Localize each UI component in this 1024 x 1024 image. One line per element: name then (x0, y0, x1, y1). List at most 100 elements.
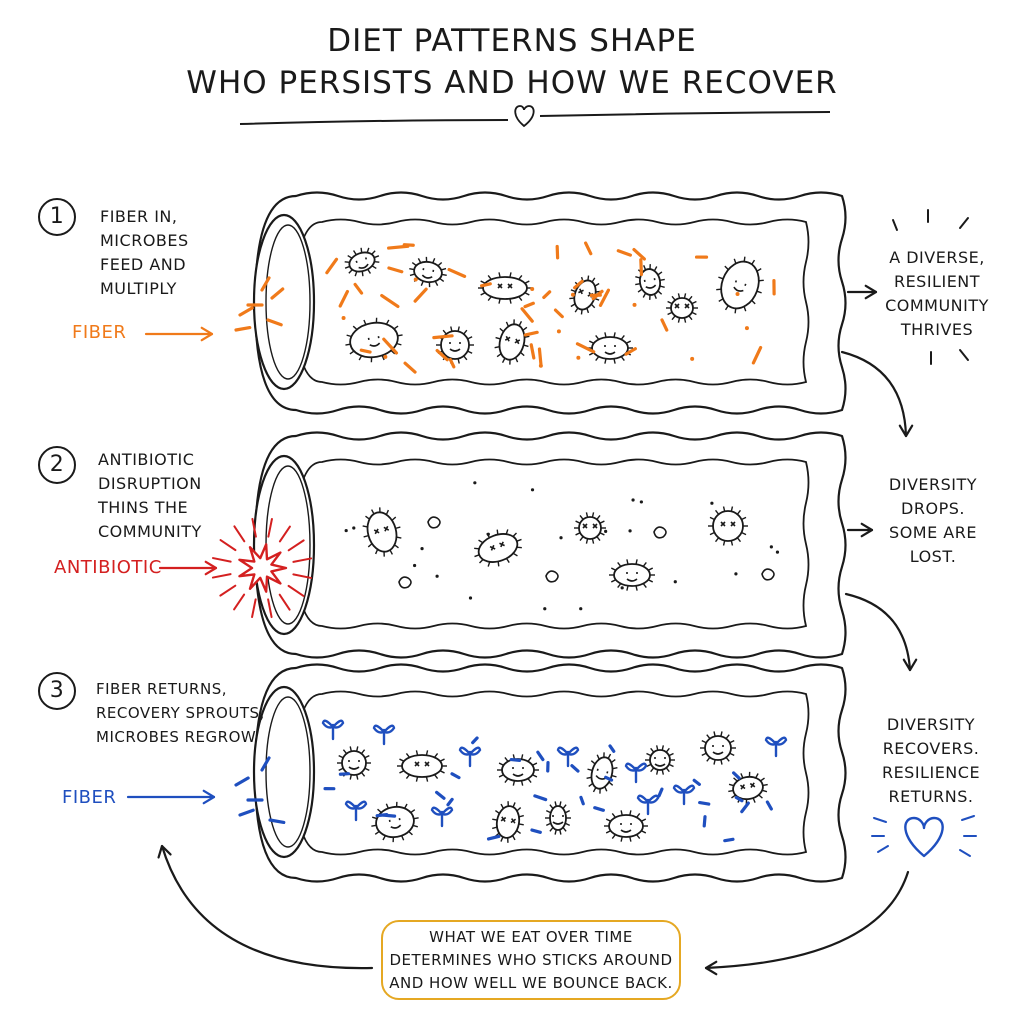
debris-blob (427, 516, 441, 529)
fiber-piece (403, 361, 417, 374)
fiber-piece (702, 815, 707, 828)
result-3: DIVERSITY RECOVERS. RESILIENCE RETURNS. (866, 713, 996, 809)
fiber-piece (268, 818, 286, 825)
result-2-line: DIVERSITY (888, 475, 978, 494)
title-underline (539, 111, 831, 117)
result-1: A DIVERSE, RESILIENT COMMUNITY THRIVES (872, 246, 1002, 342)
fiber-piece (542, 290, 552, 300)
fiber-piece (593, 806, 605, 812)
fiber-piece (740, 801, 750, 814)
fiber-piece (260, 756, 271, 772)
fiber-piece (413, 287, 428, 303)
starburst-icon (238, 543, 288, 593)
fiber-piece (604, 775, 614, 782)
arrowhead (704, 960, 718, 976)
fiber-piece (471, 736, 479, 745)
sprout-icon (672, 784, 696, 806)
particle-dot (639, 500, 643, 504)
microbe-icon (337, 746, 371, 780)
result-2-line: DROPS. (901, 499, 965, 518)
fiber-piece (765, 800, 773, 811)
fiber-piece (380, 293, 400, 309)
result-3-line: RECOVERS. (882, 739, 980, 758)
fiber-piece (338, 772, 351, 776)
fiber-piece (486, 834, 501, 841)
result-3-line: RESILIENCE (881, 763, 981, 782)
sprout-icon (321, 719, 345, 741)
result-1-line: RESILIENT (893, 272, 981, 291)
debris-blob (761, 568, 775, 581)
fiber-piece (338, 289, 349, 308)
heart-ray (959, 849, 971, 857)
microbe-icon (474, 529, 522, 567)
microbe-icon (344, 247, 380, 277)
heart-ray (961, 815, 975, 821)
fiber-piece (375, 813, 389, 818)
summary-box: WHAT WE EAT OVER TIME DETERMINES WHO STI… (381, 920, 681, 1000)
title-line-1: DIET PATTERNS SHAPE (327, 23, 697, 59)
fiber-piece (579, 795, 585, 806)
fiber-piece (353, 282, 364, 295)
arrowhead (898, 424, 914, 438)
particle-dot (468, 596, 473, 600)
microbe-icon (635, 264, 665, 300)
particle-dot (538, 363, 543, 368)
fiber-piece (624, 347, 637, 356)
fiber-piece (657, 787, 664, 798)
particle-dot (673, 580, 677, 584)
result-1-line: COMMUNITY (885, 296, 989, 315)
burst-ray (278, 593, 291, 611)
fiber-piece (270, 287, 285, 300)
particle-dot (341, 316, 346, 321)
step-1-description: FIBER IN, MICROBES FEED AND MULTIPLY (100, 205, 189, 301)
particle-dot (735, 292, 740, 297)
fiber-piece (432, 334, 454, 340)
gut-tube-opening (252, 685, 316, 859)
burst-ray (233, 593, 246, 611)
fiber-label-1: FIBER (72, 322, 127, 343)
microbe-icon (436, 326, 474, 364)
fiber-piece (639, 258, 644, 277)
fiber-piece (533, 794, 548, 802)
microbe-icon (609, 559, 655, 591)
gut-tube-opening (252, 213, 316, 391)
step-2-line: DISRUPTION (98, 474, 202, 493)
heart-ray (873, 817, 887, 823)
arrowhead (202, 789, 216, 805)
burst-ray (292, 557, 313, 563)
particle-dot (775, 550, 780, 554)
microbe-icon (345, 317, 403, 363)
particle-dot (570, 292, 575, 297)
fiber-piece (523, 330, 539, 337)
fiber-piece (234, 776, 250, 787)
title-underline (239, 119, 509, 125)
heart-ray (877, 845, 889, 853)
microbe-icon (728, 771, 768, 805)
fiber-piece (382, 337, 399, 355)
step-1-number: 1 (38, 198, 76, 236)
debris-blob (545, 570, 559, 583)
heart-icon (904, 816, 944, 858)
microbe-icon (362, 507, 402, 557)
particle-dot (744, 326, 749, 331)
arrowhead (157, 844, 172, 859)
microbe-icon (574, 512, 606, 544)
microbe-icon (604, 810, 648, 842)
result-3-line: RETURNS. (888, 787, 974, 806)
gut-tube-inner (294, 458, 810, 630)
burst-ray (219, 584, 237, 597)
flow-arrows (126, 105, 977, 976)
particle-dot (344, 528, 348, 533)
arrow-icon (840, 350, 908, 438)
sparkle-ray (959, 217, 969, 229)
gut-tube-inner (294, 690, 810, 856)
fiber-piece (660, 318, 669, 332)
sprout-icon (556, 746, 580, 768)
sprout-icon (624, 762, 648, 784)
step-3-number: 3 (38, 672, 76, 710)
gut-tubes (252, 191, 847, 883)
tube-contents (211, 241, 788, 843)
burst-ray (211, 573, 232, 579)
particle-dot (632, 302, 637, 307)
fiber-piece (435, 348, 449, 362)
